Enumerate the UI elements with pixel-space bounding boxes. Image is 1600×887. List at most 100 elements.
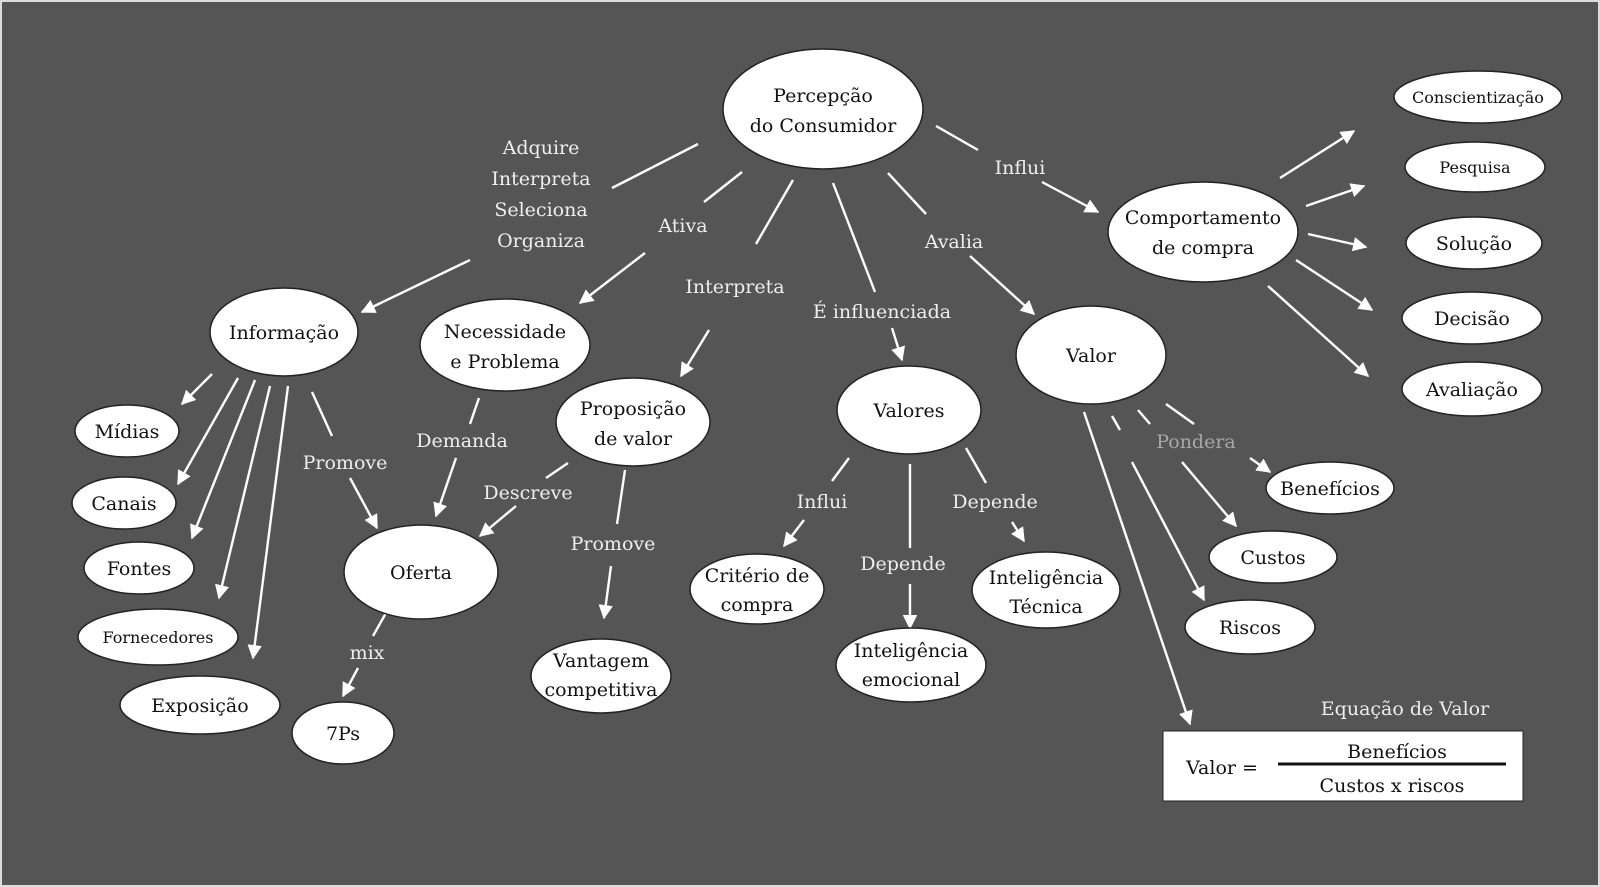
node-vantagem: Vantagem competitiva [530,638,672,714]
node-necessidade-line2: e Problema [450,351,559,373]
node-fornecedores-label: Fornecedores [103,628,214,647]
node-informacao-label: Informação [229,322,339,344]
edge-label-depende-right: Depende [952,491,1038,513]
node-int-emocional-line1: Inteligência [854,640,968,662]
node-avaliacao: Avaliação [1401,361,1543,417]
edge-adquire-informacao [360,258,471,314]
node-custos-label: Custos [1240,547,1305,569]
edge-promove-oferta [348,477,379,530]
node-int-tecnica-line1: Inteligência [989,567,1103,589]
edge-avalia-valor [969,255,1036,315]
edge-informacao-canais [176,377,240,486]
node-proposicao-line1: Proposição [580,398,686,420]
node-exposicao-label: Exposição [151,695,248,717]
edge-label-promove-mid: Promove [571,533,656,555]
edge-mix-7ps [341,667,360,698]
node-comportamento: Comportamento de compra [1107,181,1299,283]
edge-label-ativa: Ativa [657,215,707,237]
node-7ps: 7Ps [291,701,395,765]
edge-influi-comportamento [1041,180,1100,214]
node-custos: Custos [1208,530,1338,584]
node-vantagem-line1: Vantagem [552,650,649,672]
edge-valor-pondera-b [1137,409,1151,425]
edges [176,124,1374,726]
edge-label-organiza: Organiza [497,230,585,252]
node-riscos: Riscos [1184,599,1316,655]
node-pesquisa: Pesquisa [1404,141,1546,193]
node-beneficios-label: Benefícios [1280,478,1380,500]
edge-valor-equacao [1082,411,1193,726]
edge-label-influi-top: Influi [995,157,1046,179]
edge-labels: Adquire Interpreta Seleciona Organiza At… [303,137,1236,664]
node-proposicao-line2: de valor [594,428,673,450]
node-fontes-label: Fontes [107,558,171,580]
edge-valor-pondera-a [1165,403,1195,425]
edge-label-avalia: Avalia [924,231,984,253]
node-informacao: Informação [209,287,359,377]
edge-valor-pondera-c [1110,415,1122,431]
node-percepcao: Percepção do Consumidor [722,48,924,170]
node-riscos-label: Riscos [1219,617,1281,639]
node-decisao-label: Decisão [1434,308,1510,330]
edge-pondera-riscos [1130,461,1206,602]
edge-comportamento-conscientizacao [1279,129,1356,180]
edge-informacao-exposicao [247,385,290,660]
nodes: Percepção do Consumidor Informação Neces… [71,48,1563,765]
edge-informacao-fontes [190,379,257,540]
equation-box [1162,730,1524,802]
edge-informacao-promove [310,391,334,437]
node-oferta: Oferta [343,524,499,620]
edge-comportamento-pesquisa [1305,183,1366,208]
edge-proposicao-promove [615,469,627,525]
edge-label-e-influenciada: É influenciada [813,300,951,323]
edge-informacao-fornecedores [215,385,272,600]
edge-percepcao-influi [935,124,979,152]
edge-pondera-beneficios [1249,457,1272,473]
node-comportamento-line1: Comportamento [1125,207,1281,229]
edge-comportamento-avaliacao [1267,285,1370,377]
edge-percepcao-ativa [703,171,743,203]
edge-pondera-custos [1181,461,1237,528]
node-necessidade: Necessidade e Problema [419,298,591,392]
node-comportamento-line2: de compra [1152,237,1254,259]
node-int-emocional: Inteligência emocional [835,627,987,703]
node-oferta-label: Oferta [390,562,452,584]
node-valor-label: Valor [1065,345,1117,367]
edge-percepcao-label-adquire [611,142,699,190]
node-midias: Mídias [74,404,180,458]
node-solucao-label: Solução [1436,233,1512,255]
edge-label-mix: mix [350,642,385,664]
node-exposicao: Exposição [119,675,281,735]
edge-proposicao-descreve [545,462,569,479]
edge-label-demanda: Demanda [416,430,508,452]
edge-label-descreve: Descreve [483,482,572,504]
equation-denominator: Custos x riscos [1320,775,1465,797]
equation-title: Equação de Valor [1321,698,1490,720]
node-7ps-label: 7Ps [326,723,360,745]
node-fornecedores: Fornecedores [77,608,239,666]
edge-percepcao-influenciada [831,182,877,293]
edge-valores-influi [831,457,850,482]
node-int-tecnica-line2: Técnica [1009,596,1082,618]
node-int-emocional-line2: emocional [862,669,961,691]
node-int-tecnica: Inteligência Técnica [971,551,1121,629]
node-criterio-line1: Critério de [705,565,810,587]
edge-oferta-mix [371,612,388,637]
node-criterio: Critério de compra [689,553,825,625]
node-criterio-line2: compra [721,594,794,616]
node-fontes: Fontes [83,541,195,595]
edge-demanda-oferta [433,457,458,518]
node-beneficios: Benefícios [1265,461,1395,515]
edge-descreve-oferta [478,505,517,537]
node-proposicao: Proposição de valor [555,377,711,467]
edge-comportamento-decisao [1295,258,1374,312]
node-percepcao-line1: Percepção [773,85,873,107]
node-decisao: Decisão [1401,291,1543,345]
edge-label-seleciona: Seleciona [494,199,587,221]
edge-promove-vantagem [598,565,613,620]
node-percepcao-line2: do Consumidor [750,115,898,137]
node-pesquisa-label: Pesquisa [1439,158,1511,177]
edge-influenciada-valores [890,327,906,362]
edge-percepcao-interpreta [754,179,795,245]
